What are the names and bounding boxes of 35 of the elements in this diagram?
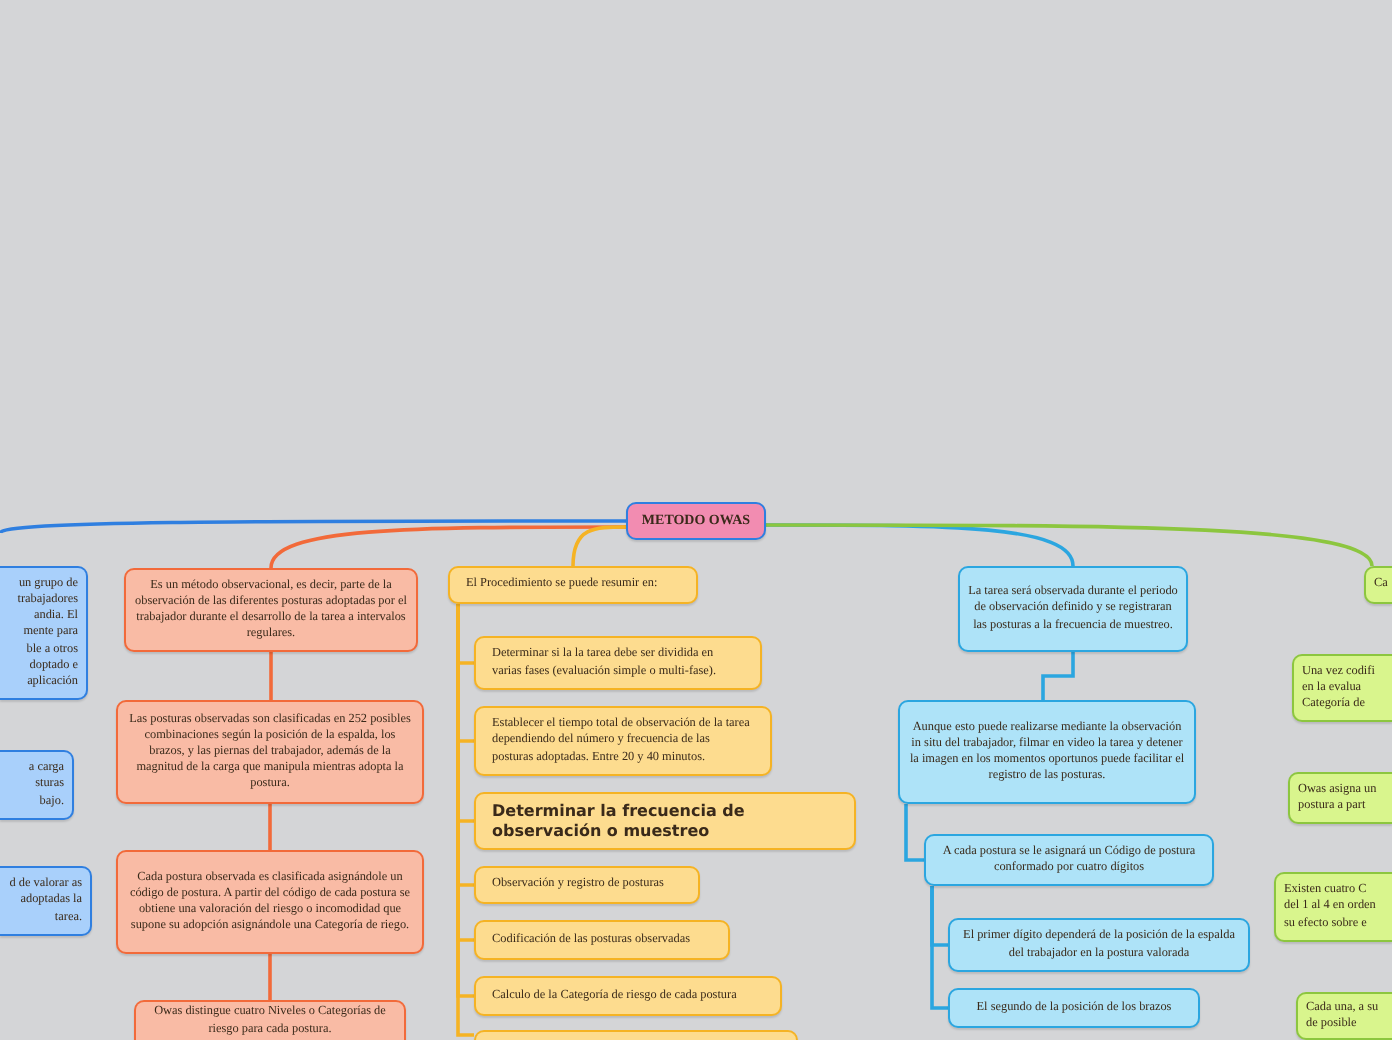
connector-line (766, 523, 1374, 567)
connector-line (268, 954, 272, 1000)
topic-box (948, 988, 1200, 1028)
connector-line (571, 525, 626, 567)
topic-box (0, 866, 92, 936)
topic-box (898, 700, 1196, 804)
topic-box (948, 918, 1250, 972)
topic-box (0, 750, 74, 820)
topic-box (474, 636, 762, 690)
topic-box (0, 566, 88, 700)
topic-box (116, 700, 424, 804)
topic-box (474, 976, 782, 1016)
connector-line (269, 652, 273, 700)
topic-box (1364, 566, 1392, 604)
topic-box (474, 706, 772, 776)
topic-box (474, 920, 730, 960)
topic-text: Determinar la frecuencia de observación o muestreo (492, 801, 747, 841)
topic-box (1292, 654, 1392, 722)
connector-line (0, 519, 626, 535)
topic-box (958, 566, 1188, 652)
topic-box (474, 792, 856, 850)
central-topic-box (626, 502, 766, 540)
connector-line (1041, 652, 1075, 700)
topic-box (1288, 772, 1392, 824)
topic-box (134, 1000, 406, 1040)
topic-box (448, 566, 698, 604)
topic-box (1274, 872, 1392, 942)
topic-box (116, 850, 424, 954)
topic-box (474, 866, 700, 904)
topic-box (924, 834, 1214, 886)
topic-box (1296, 992, 1392, 1040)
connector-line (268, 804, 272, 850)
topic-box (474, 1030, 798, 1040)
connector-line (904, 804, 924, 862)
connector-line (930, 886, 948, 1010)
